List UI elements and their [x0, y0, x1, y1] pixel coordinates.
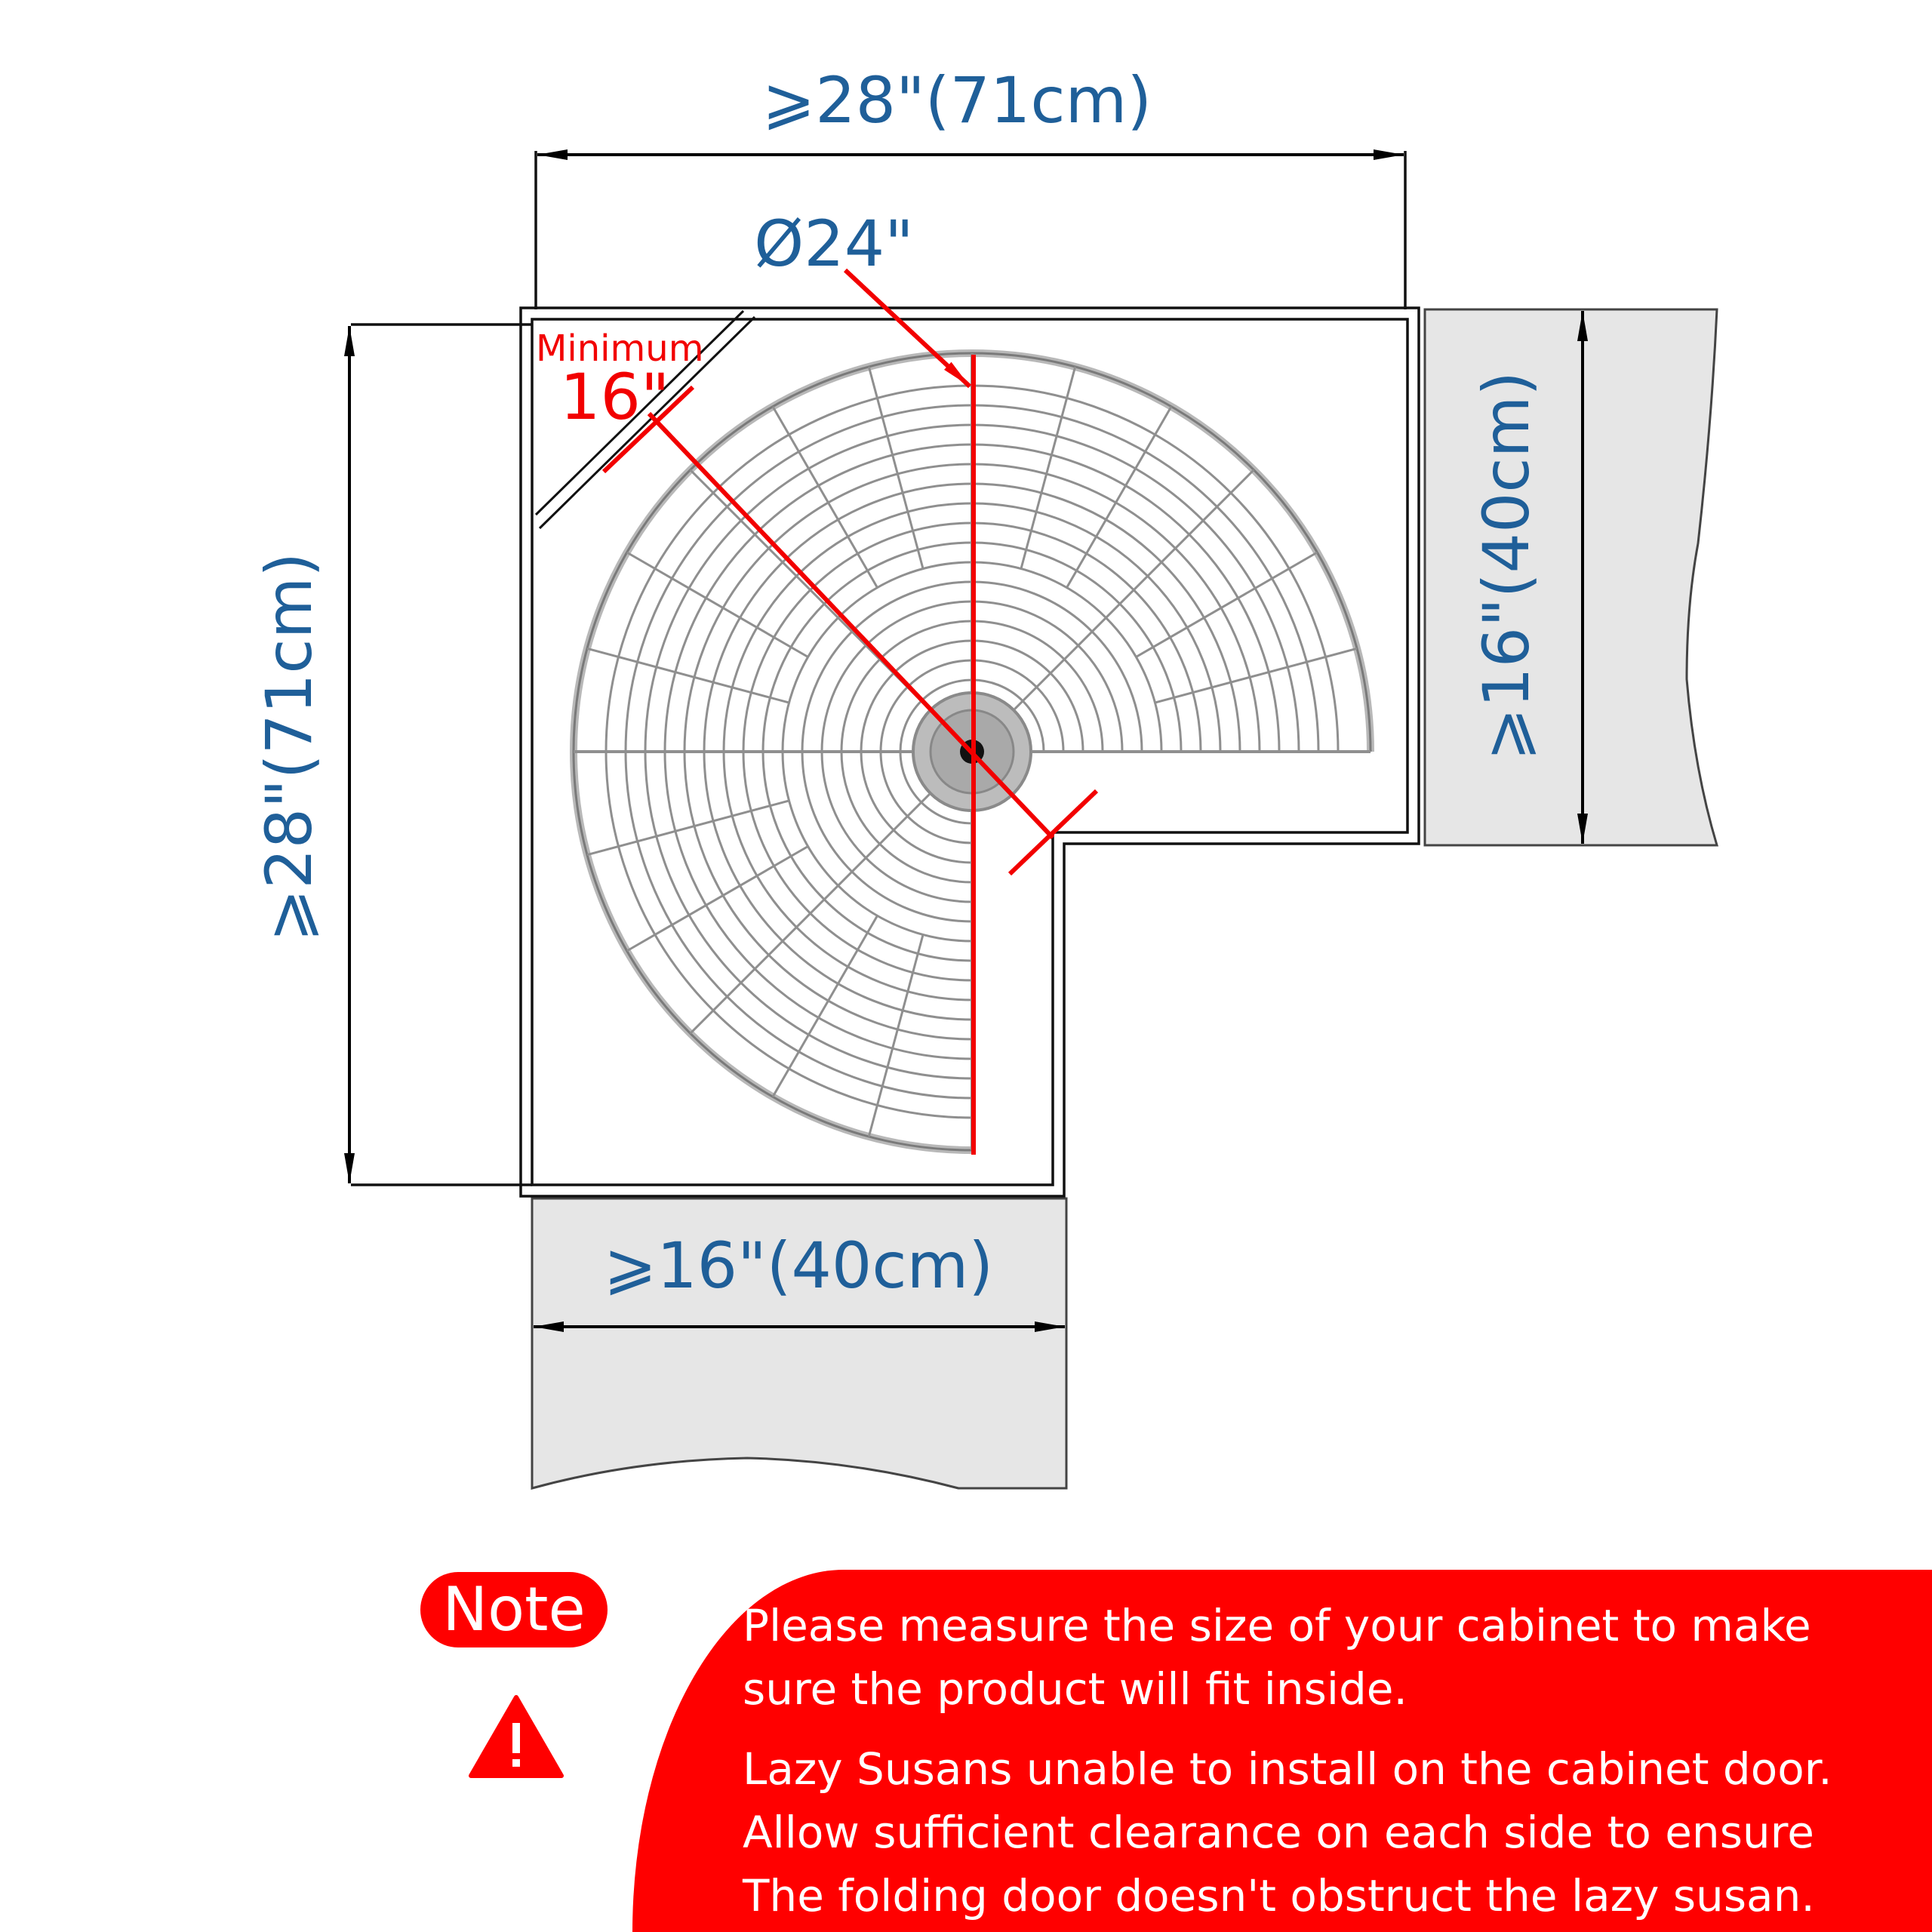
- basket-spoke: [1020, 366, 1077, 570]
- basket-spoke: [867, 366, 924, 570]
- basket-spoke: [586, 799, 790, 857]
- red-annotations: [601, 268, 1099, 1155]
- basket-spoke: [1065, 405, 1173, 589]
- right-depth-label: ⩾16"(40cm): [1469, 371, 1543, 761]
- basket-spoke: [867, 934, 924, 1137]
- note-text: Please measure the size of your cabinet …: [743, 1594, 1929, 1927]
- basket-spoke: [771, 405, 879, 589]
- note-badge: Note: [420, 1572, 608, 1647]
- note-panel: Please measure the size of your cabinet …: [632, 1570, 1932, 1932]
- note-line: The folding door doesn't obstruct the la…: [743, 1870, 1815, 1921]
- dimension-lines: [344, 149, 1588, 1332]
- minimum-label: Minimum: [536, 328, 703, 370]
- note-line: sure the product will fit inside.: [743, 1663, 1407, 1715]
- basket-spoke: [626, 551, 810, 659]
- left-height-label: ⩾28"(71cm): [252, 552, 326, 942]
- diameter-label: Ø24": [754, 207, 914, 281]
- basket-spoke: [689, 793, 931, 1035]
- bottom-depth-label: ⩾16"(40cm): [604, 1229, 993, 1303]
- basket-spoke: [586, 647, 790, 704]
- warning-icon: [469, 1695, 564, 1778]
- basket-spoke: [1134, 551, 1318, 659]
- corner-cut-lines: [534, 309, 756, 530]
- bottom-door-panel: [531, 1197, 1068, 1490]
- top-width-label: ⩾28"(71cm): [762, 63, 1152, 137]
- basket-spoke: [1154, 647, 1358, 704]
- basket-spoke: [1014, 469, 1255, 710]
- note-line: Lazy Susans unable to install on the cab…: [743, 1743, 1832, 1795]
- note-line: Allow sufficient clearance on each side …: [743, 1807, 1814, 1858]
- minimum-value: 16": [560, 360, 670, 434]
- basket-spoke: [626, 844, 810, 952]
- right-door-panel: [1423, 308, 1719, 847]
- note-line: Please measure the size of your cabinet …: [743, 1600, 1811, 1651]
- basket-spoke: [771, 914, 879, 1098]
